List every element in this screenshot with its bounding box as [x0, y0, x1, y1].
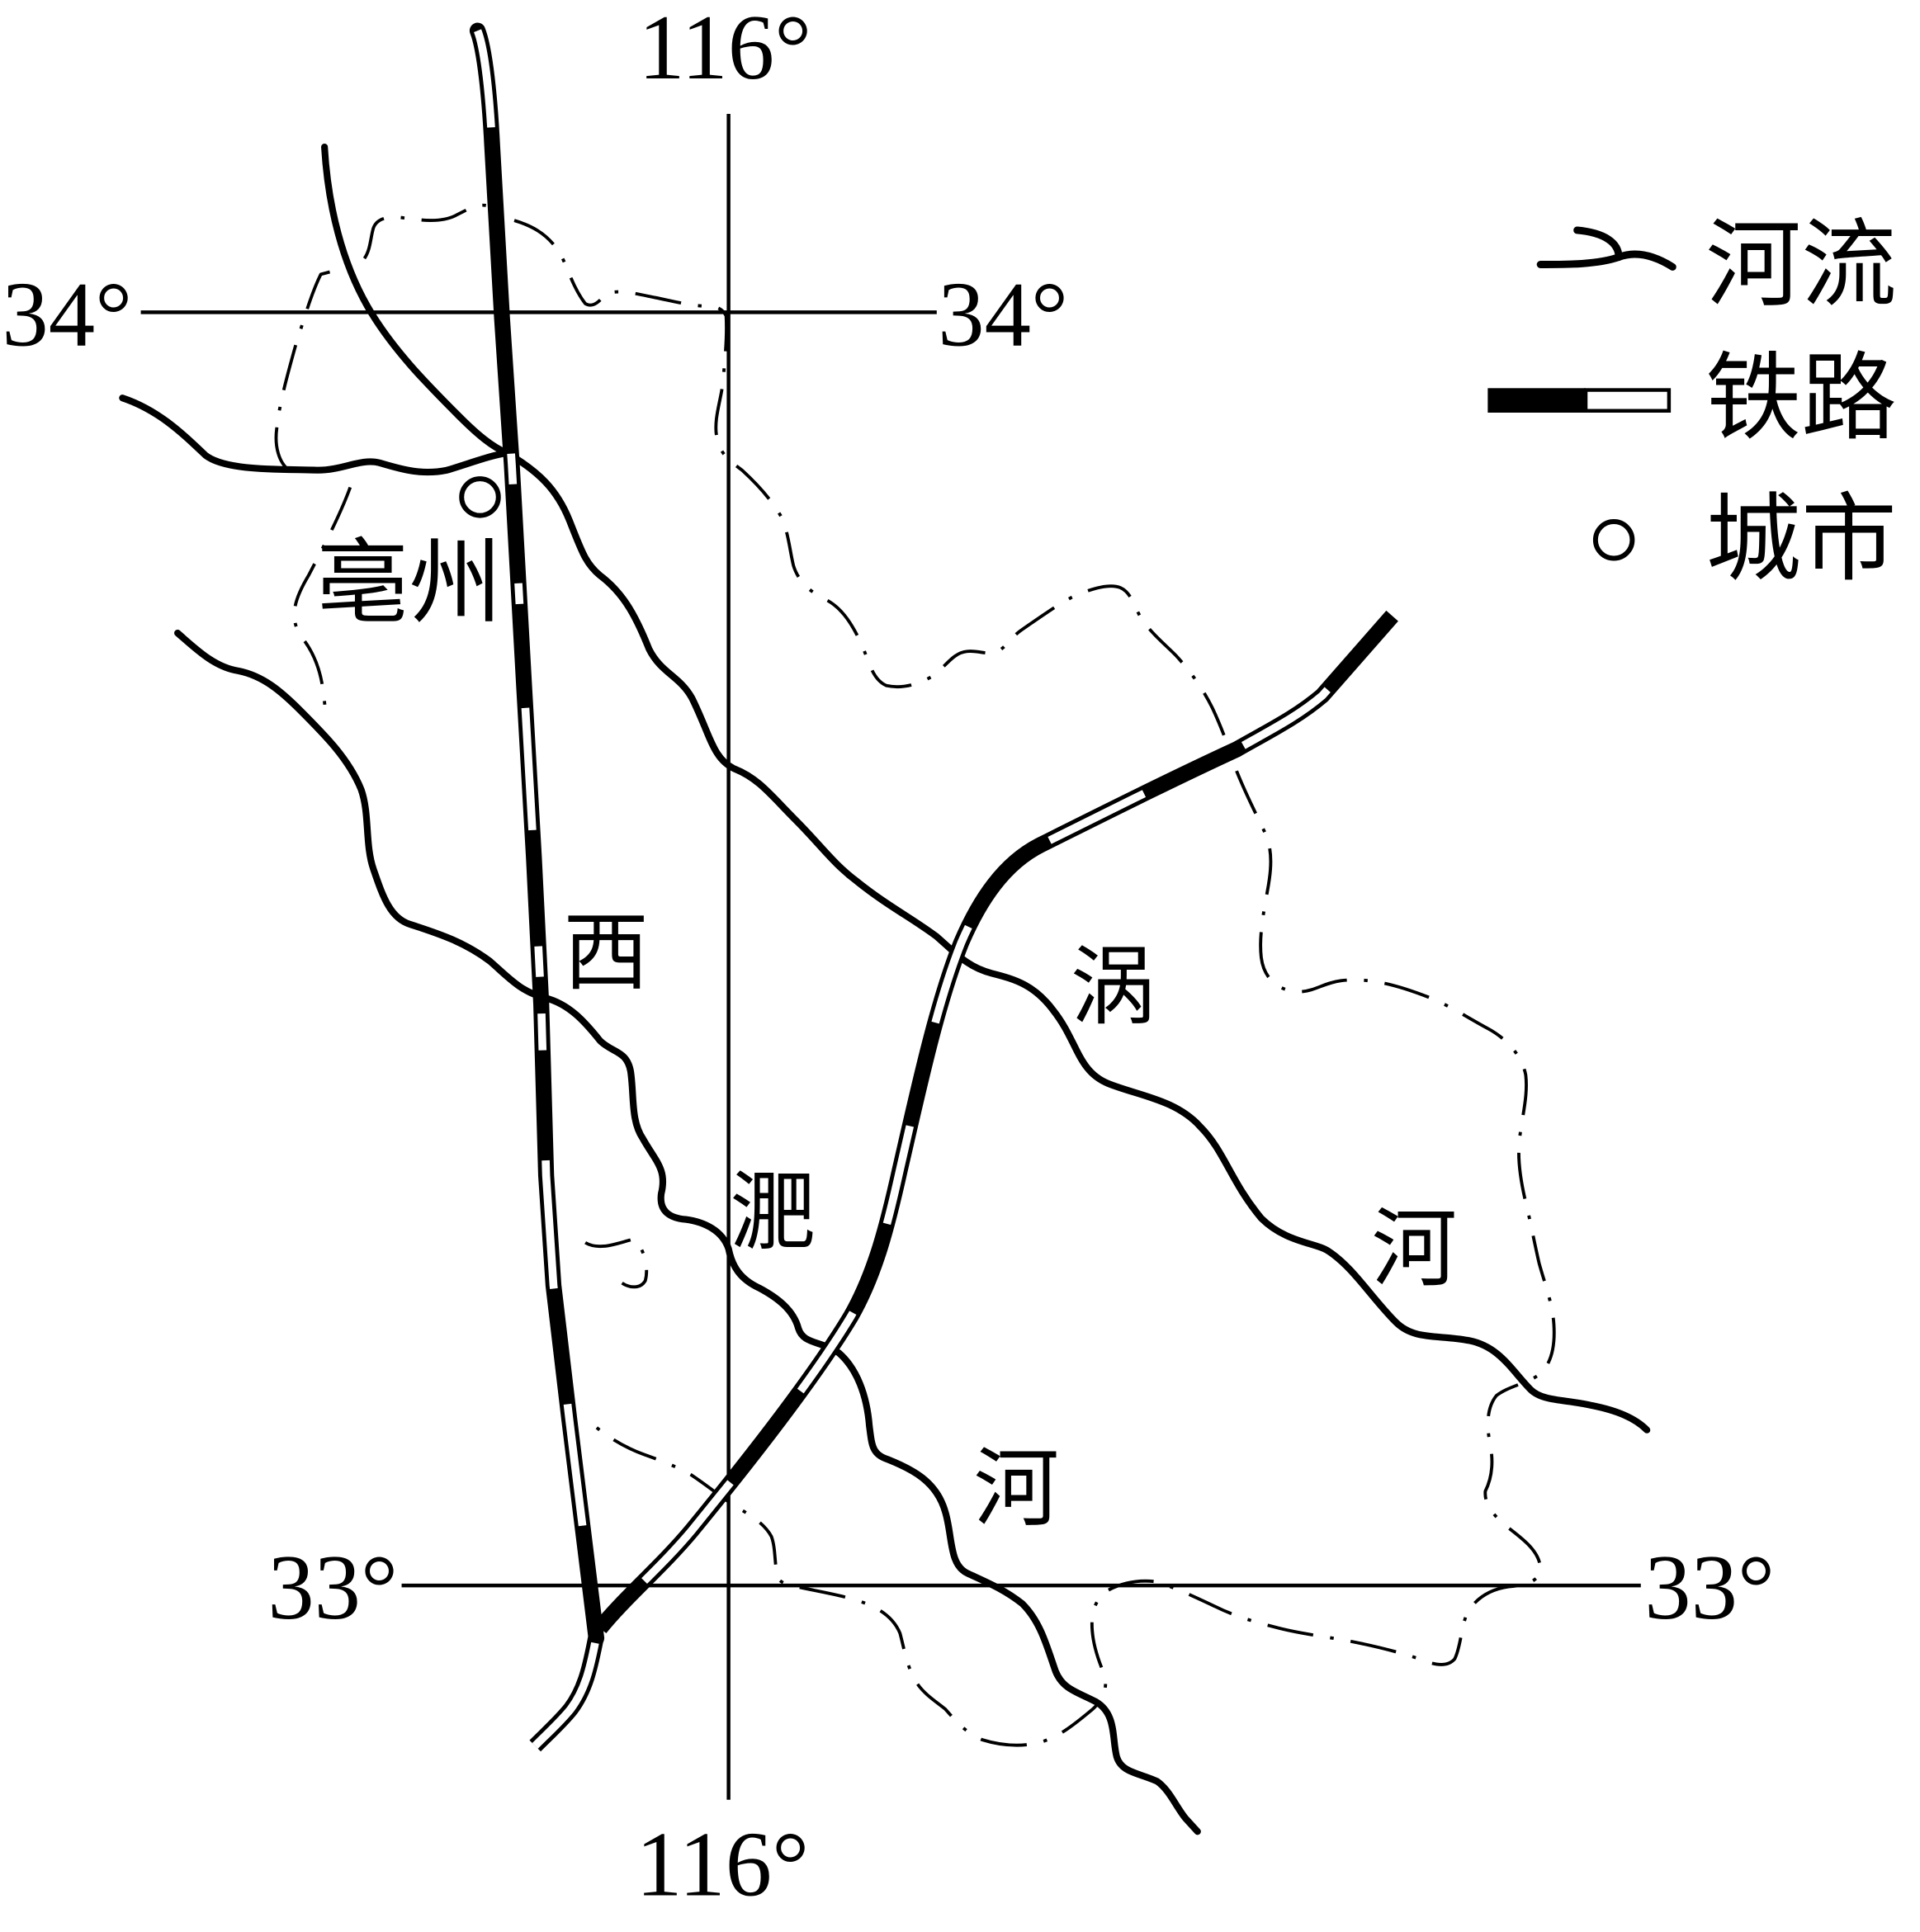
city-circle-icon: [1592, 519, 1635, 561]
graticule-labels: 116° 116° 34° 34° 33° 33°: [2, 0, 1775, 1915]
parallel-33-label-left: 33°: [267, 1537, 398, 1639]
meridian-116-label-top: 116°: [638, 0, 811, 99]
river-xifei-label-char-2: 淝: [730, 1165, 816, 1260]
city-circle-icon: [459, 476, 501, 518]
river-guo-label-char-2: 河: [1371, 1202, 1457, 1297]
railway-icon: [1487, 388, 1672, 413]
meridian-116-label-bottom: 116°: [636, 1813, 809, 1915]
river-icon: [1536, 226, 1676, 271]
city-bozhou: 亳州: [316, 476, 502, 635]
river-northwest-tributary: [321, 144, 511, 457]
river-xifei-label-char-1: 西: [563, 906, 649, 1001]
legend-item-city: 城市: [1592, 488, 1897, 593]
railway-northeast-white-segments: [597, 613, 1396, 1632]
legend-railway-label: 铁路: [1705, 347, 1896, 452]
boundary-line-northwest: [274, 203, 488, 472]
parallel-34-label-right: 34°: [938, 263, 1068, 366]
legend-river-label: 河流: [1705, 214, 1896, 319]
river-labels: 西 淝 河 涡 河: [563, 906, 1457, 1538]
railway-south-tail-outline: [529, 1634, 604, 1752]
railway-northeast: [593, 610, 1398, 1634]
river-guo-he: [504, 449, 1651, 1434]
boundary-line-west: [292, 486, 352, 713]
river-guo-label-char-1: 涡: [1071, 940, 1156, 1035]
railway-south-tail-white: [532, 1641, 599, 1749]
railway-south-tail: [529, 1634, 604, 1752]
boundary-line-inner: [584, 1237, 649, 1289]
boundary: [274, 203, 1556, 1747]
legend-item-river: 河流: [1536, 214, 1897, 319]
river-xifei-label-char-3: 河: [973, 1443, 1059, 1538]
river-xifei-he: [174, 629, 1201, 1835]
city-name-label: 亳州: [316, 533, 502, 635]
legend-city-label: 城市: [1705, 488, 1896, 593]
railway-north-south: [469, 22, 605, 1646]
rivers: [119, 144, 1651, 1835]
legend: 河流 铁路 城市: [1487, 214, 1897, 593]
river-west-tributary: [119, 394, 511, 476]
railway-north-south-outline: [469, 22, 605, 1646]
legend-item-railway: 铁路: [1487, 347, 1897, 452]
railway-north-south-white-segments: [473, 29, 601, 1639]
parallel-33-label-right: 33°: [1644, 1537, 1775, 1639]
parallel-34-label-left: 34°: [2, 263, 132, 366]
graticule: [140, 114, 1641, 1800]
boundary-line-east: [513, 219, 1556, 1747]
